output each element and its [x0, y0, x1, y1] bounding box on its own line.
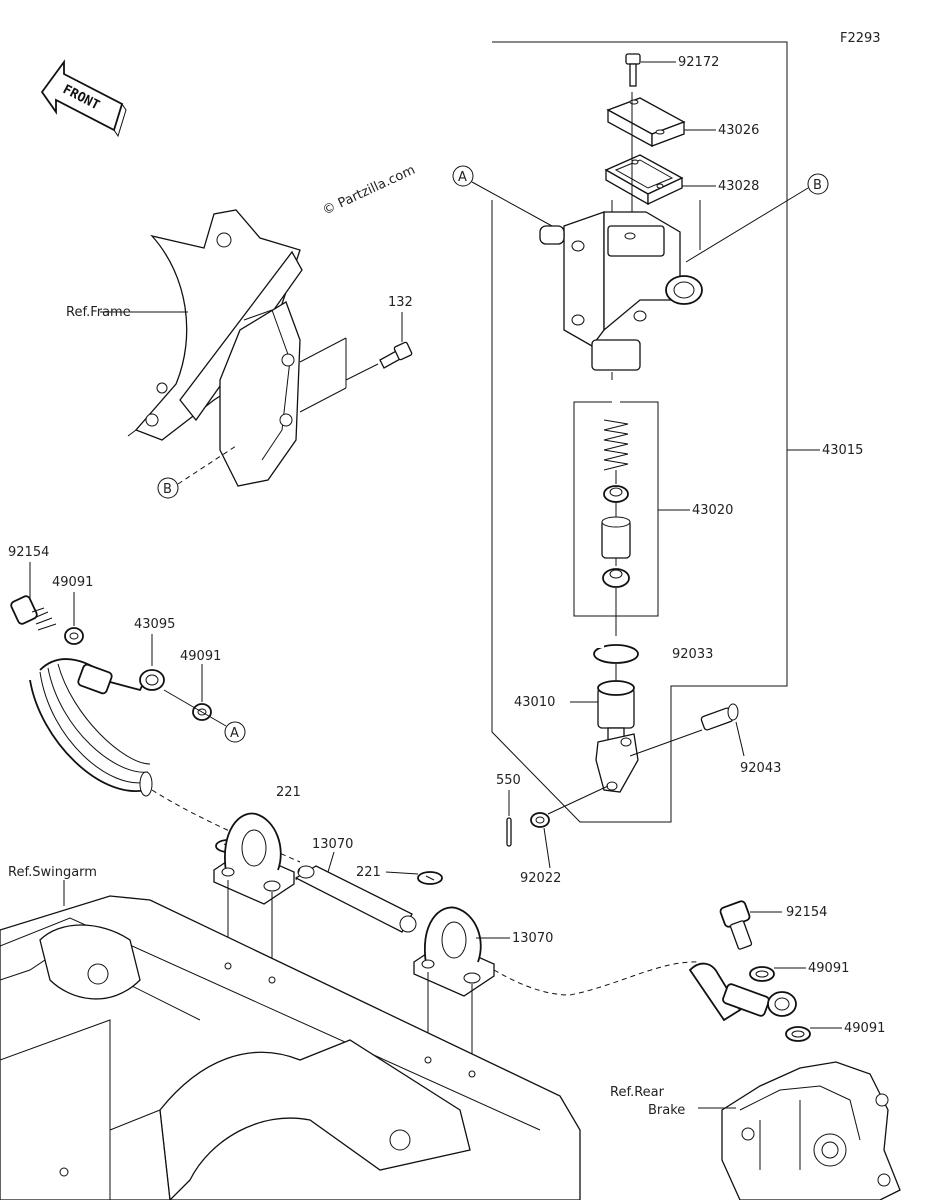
part-label-13070-top: 13070 [312, 837, 353, 852]
part-label-221-mid: 221 [356, 865, 381, 880]
part-label-43010: 43010 [514, 695, 555, 710]
circlip-92033 [593, 640, 639, 664]
part-label-49091-left-1: 49091 [52, 575, 93, 590]
part-label-221-left: 221 [276, 785, 301, 800]
part-label-13070-mid: 13070 [512, 931, 553, 946]
ref-swingarm-label: Ref.Swingarm [8, 865, 97, 880]
brake-hose-rear-fitting [688, 962, 797, 1022]
hose-protector-tube [294, 865, 417, 933]
part-label-92033: 92033 [672, 647, 713, 662]
part-label-43015: 43015 [822, 443, 863, 458]
marker-a-hose-label: A [230, 726, 239, 741]
washer-49091-left-1 [64, 627, 84, 645]
frame-bracket [127, 209, 303, 487]
marker-b-frame-circle [157, 477, 179, 499]
bolt-132 [379, 341, 413, 369]
part-label-92022: 92022 [520, 871, 561, 886]
part-label-43095: 43095 [134, 617, 175, 632]
part-label-49091-right-2: 49091 [844, 1021, 885, 1036]
front-arrow-icon: FRONT [40, 59, 127, 138]
watermark-text: © Partzilla.com [320, 163, 417, 219]
master-cylinder-body [539, 211, 703, 371]
part-label-92043: 92043 [740, 761, 781, 776]
part-label-49091-right-1: 49091 [808, 961, 849, 976]
primary-cup-icon [603, 485, 629, 503]
part-label-92172: 92172 [678, 55, 719, 70]
ref-rear-brake-label-2: Brake [648, 1103, 685, 1118]
brake-hose-43095 [29, 658, 165, 797]
part-label-132: 132 [388, 295, 413, 310]
screw-221-mid [417, 871, 443, 885]
bolt-92172 [625, 53, 641, 87]
swingarm [0, 895, 581, 1200]
ref-rear-brake-label-1: Ref.Rear [610, 1085, 665, 1100]
washer-49091-right-2 [785, 1026, 811, 1042]
diagram-code: F2293 [840, 31, 881, 46]
secondary-cup-icon [602, 568, 630, 588]
clevis-pin-92043 [700, 703, 739, 731]
part-label-49091-left-2: 49091 [180, 649, 221, 664]
hose-guide-13070-left [213, 812, 295, 905]
marker-b-circle [807, 173, 829, 195]
washer-49091-right-1 [749, 966, 775, 982]
banjo-bolt-92154-left [10, 595, 57, 631]
marker-a-hose-circle [224, 721, 246, 743]
part-label-92154-right: 92154 [786, 905, 827, 920]
hose-guide-13070-mid [413, 906, 495, 997]
reservoir-cap-43026 [606, 97, 686, 148]
diaphragm-43028 [604, 154, 684, 206]
marker-b-frame-label: B [163, 482, 172, 497]
washer-92022 [530, 812, 550, 828]
assembly-43015-boundary [491, 41, 788, 823]
rear-brake-caliper [721, 1061, 901, 1200]
part-label-43020: 43020 [692, 503, 733, 518]
marker-b-label: B [813, 178, 822, 193]
part-label-92154-left: 92154 [8, 545, 49, 560]
piston-icon [601, 516, 631, 559]
marker-a-circle [452, 165, 474, 187]
push-rod-43010 [595, 680, 639, 793]
part-label-43028: 43028 [718, 179, 759, 194]
cotter-pin-550 [506, 817, 512, 847]
marker-a-label: A [458, 170, 467, 185]
banjo-bolt-92154-right [719, 900, 753, 950]
spring-icon [603, 419, 629, 471]
part-label-43026: 43026 [718, 123, 759, 138]
ref-frame-label: Ref.Frame [66, 305, 131, 320]
part-label-550: 550 [496, 773, 521, 788]
